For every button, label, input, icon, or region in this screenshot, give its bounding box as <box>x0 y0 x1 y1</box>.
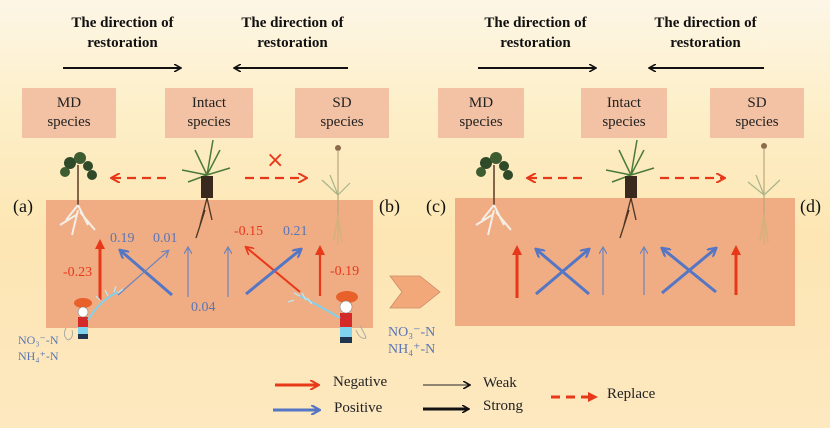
panel-label-d: (d) <box>800 196 821 216</box>
value-neg-intact-b: -0.15 <box>234 224 264 239</box>
panel-label-b: (b) <box>379 196 400 216</box>
value-pos-intact-a: 0.01 <box>153 231 178 246</box>
arrow-pos-md-strong-a <box>121 251 173 297</box>
nitrogen-labels-left: NO₃⁻-N NH₄⁺-N <box>18 332 59 364</box>
direction-title-sd-right: The direction of restoration <box>654 15 757 51</box>
arrow-pos-intact-weak-a <box>117 251 168 296</box>
sd-species-line2: species <box>735 114 779 130</box>
farmer-watering-icon <box>63 285 124 341</box>
legend-weak-label: Weak <box>483 375 517 391</box>
nh4-label: NH₄⁺-N <box>18 349 59 363</box>
direction-title-sd: The direction of restoration <box>241 15 344 51</box>
panel-label-c: (c) <box>426 196 446 216</box>
intact-species-line1: Intact <box>191 95 227 111</box>
value-pos-md-a: 0.19 <box>110 231 135 246</box>
direction-title-md-right: The direction of restoration <box>484 15 587 51</box>
md-plant-icon <box>59 152 97 236</box>
legend-positive-label: Positive <box>334 400 383 416</box>
intact-plant-icon <box>181 139 231 239</box>
intact-species-line2: species <box>187 114 231 130</box>
sd-plant-icon <box>321 145 351 245</box>
intact-species-line1: Intact <box>606 95 642 111</box>
nitrogen-labels-right: NO₃⁻-N NH₄⁺-N <box>388 324 435 358</box>
sd-plant-icon-right <box>747 143 781 245</box>
panel-label-a: (a) <box>13 196 33 216</box>
md-species-box: MD species <box>22 88 116 138</box>
arrow-pos-intact-c <box>535 250 588 296</box>
md-species-line2: species <box>459 114 503 130</box>
value-neg-md-a: -0.23 <box>63 265 93 280</box>
sd-species-line2: species <box>320 114 364 130</box>
value-neg-sd-b: -0.19 <box>330 264 360 279</box>
sd-species-line1: SD <box>747 95 767 111</box>
transition-arrow-icon <box>389 275 441 309</box>
direction-title-md: The direction of restoration <box>71 15 174 51</box>
value-pos-sd-b: 0.21 <box>283 224 308 239</box>
farmer-watering-icon-right <box>287 291 367 343</box>
no3-label: NO₃⁻-N <box>18 333 59 347</box>
legend-strong-label: Strong <box>483 398 524 414</box>
intact-species-line2: species <box>602 114 646 130</box>
sd-species-box: SD species <box>295 88 389 138</box>
intact-species-box: Intact species <box>165 88 253 138</box>
md-species-line2: species <box>47 114 91 130</box>
value-pos-intact-weak: 0.04 <box>191 300 216 315</box>
md-species-line1: MD <box>468 95 494 111</box>
sd-species-line1: SD <box>332 95 352 111</box>
legend-negative-label: Negative <box>333 374 388 390</box>
legend-replace-label: Replace <box>607 386 656 402</box>
replace-blocked-mark: × <box>266 148 285 173</box>
md-plant-icon-right <box>475 152 513 236</box>
arrow-pos-sd-d <box>661 249 715 295</box>
nh4-label: NH₄⁺-N <box>388 342 436 357</box>
arrow-pos-sd-b <box>245 250 300 296</box>
intact-plant-icon-right <box>605 139 655 239</box>
sd-species-box-right: SD species <box>710 88 804 138</box>
no3-label: NO₃⁻-N <box>388 325 436 340</box>
md-species-box-right: MD species <box>438 88 524 138</box>
intact-species-box-right: Intact species <box>581 88 667 138</box>
md-species-line1: MD <box>56 95 82 111</box>
